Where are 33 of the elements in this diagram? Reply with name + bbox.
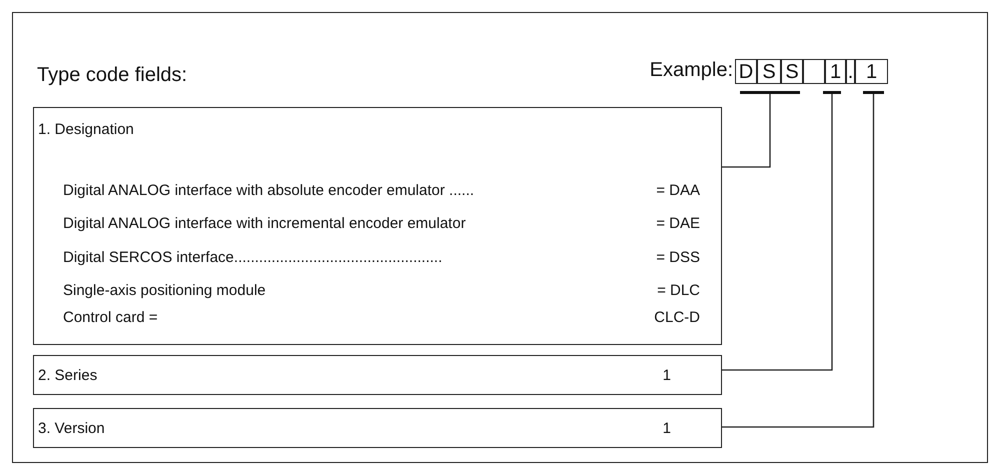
- option-code: = DSS: [656, 249, 700, 266]
- leader-line: [722, 94, 874, 428]
- leader-line: [722, 94, 771, 168]
- code-character: S: [781, 59, 803, 84]
- field-box: [33, 107, 722, 345]
- option-description: Digital ANALOG interface with incremental encoder emulator: [63, 215, 466, 232]
- code-character: S: [757, 59, 781, 84]
- code-character: 1: [825, 59, 846, 84]
- code-character: 1: [855, 59, 888, 84]
- diagram-title: Type code fields:: [37, 64, 188, 87]
- option-description: Digital SERCOS interface..................................................: [63, 249, 442, 266]
- field-value: 1: [662, 367, 671, 384]
- option-description: Single-axis positioning module: [63, 282, 266, 300]
- option-code: = DAE: [656, 215, 700, 232]
- option-code: = DLC: [657, 282, 700, 300]
- underline-bar: [823, 91, 841, 94]
- option-code: = DAA: [656, 182, 700, 200]
- field-box: [33, 408, 722, 448]
- example-label: Example:: [650, 58, 733, 82]
- code-placeholder: [803, 59, 825, 84]
- option-description: Control card =: [63, 309, 158, 326]
- field-box: [33, 355, 722, 395]
- code-character: D: [735, 59, 757, 84]
- underline-bar: [863, 91, 884, 94]
- option-code: CLC-D: [654, 309, 700, 326]
- field-heading: 2. Series: [38, 367, 98, 384]
- field-heading: 1. Designation: [38, 121, 134, 138]
- leader-line: [722, 94, 833, 371]
- underline-bar: [740, 91, 800, 94]
- field-value: 1: [662, 420, 671, 438]
- field-heading: 3. Version: [38, 420, 105, 438]
- option-description: Digital ANALOG interface with absolute encoder emulator ......: [63, 182, 474, 200]
- code-character: .: [846, 59, 855, 84]
